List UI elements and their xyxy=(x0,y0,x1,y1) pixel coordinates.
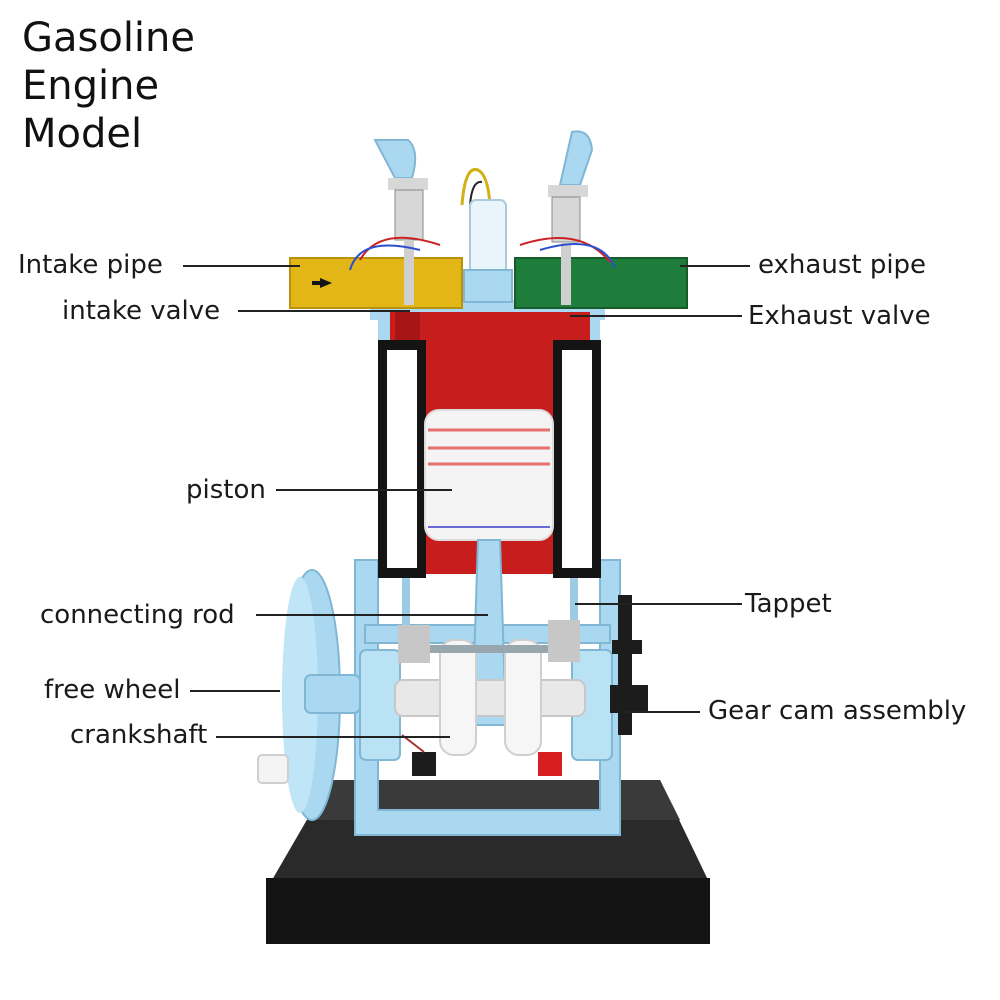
spark-plug xyxy=(460,167,513,303)
label-intake-valve: intake valve xyxy=(62,296,221,326)
free-wheel-part xyxy=(257,569,361,821)
crankshaft-part xyxy=(394,639,586,756)
cylinder-side-panels xyxy=(378,340,601,578)
label-free-wheel: free wheel xyxy=(44,675,181,705)
wires xyxy=(349,236,616,271)
diagram-title: Gasoline Engine Model xyxy=(22,14,195,158)
label-crankshaft: crankshaft xyxy=(70,720,208,750)
label-exhaust-pipe: exhaust pipe xyxy=(758,250,927,280)
title-line-3: Model xyxy=(22,111,143,157)
tappet-rods xyxy=(398,578,580,663)
label-piston: piston xyxy=(186,475,266,505)
base-plate xyxy=(266,780,710,944)
valve-assemblies xyxy=(373,130,594,305)
gear-cam-part xyxy=(610,595,648,735)
label-connecting-rod: connecting rod xyxy=(40,600,235,630)
title-line-1: Gasoline xyxy=(22,15,196,61)
label-intake-pipe: Intake pipe xyxy=(18,250,163,280)
exhaust-block xyxy=(514,257,688,309)
label-exhaust-valve: Exhaust valve xyxy=(748,301,931,331)
intake-block xyxy=(289,257,463,309)
piston-body xyxy=(424,409,554,541)
leader-lines xyxy=(183,265,750,738)
terminals xyxy=(401,734,562,776)
label-gear-cam-assembly: Gear cam assembly xyxy=(708,696,967,726)
label-tappet: Tappet xyxy=(745,589,832,619)
title-line-2: Engine xyxy=(22,63,160,109)
